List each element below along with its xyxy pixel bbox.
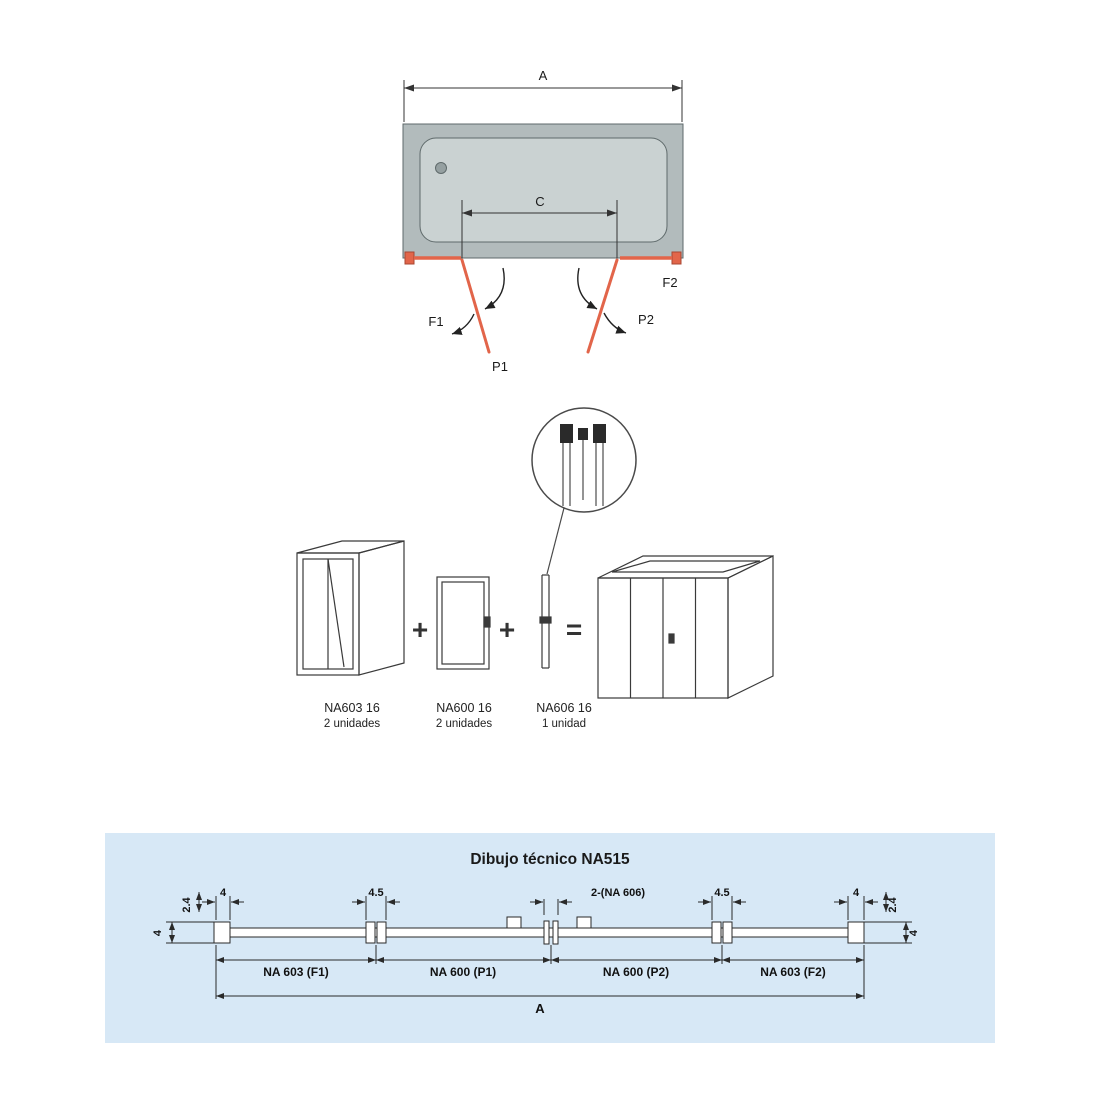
bathtub-inner — [419, 137, 668, 243]
profile-cross-section — [560, 424, 606, 506]
magnifier-leader-line — [546, 507, 565, 575]
component-code: NA606 16 — [536, 701, 592, 715]
tech-drawing-labels: 4 4.5 2-(NA 606) 4.5 4 2.4 2.4 4 4 NA 60… — [152, 887, 920, 1016]
label-p1: P1 — [492, 359, 508, 374]
plus-sign: + — [412, 614, 428, 645]
bathtub-plan-view: A C F1 P1 P2 F2 — [402, 68, 684, 374]
dim-4-side-left-label: 4 — [152, 929, 164, 936]
overall-dim-label: A — [535, 1001, 545, 1016]
dim-24-left-label: 2.4 — [181, 896, 193, 912]
swing-arrow-icon — [451, 313, 475, 335]
plus-sign: + — [499, 614, 515, 645]
dim-45-left-label: 4.5 — [368, 887, 383, 899]
na606-connector — [543, 920, 550, 945]
component-code: NA603 16 — [324, 701, 380, 715]
profile-cap — [578, 428, 588, 440]
magnifier-background — [533, 409, 635, 511]
segment-label-f2: NA 603 (F2) — [760, 965, 826, 979]
drain-icon — [435, 162, 447, 174]
na600-sketch — [436, 576, 491, 670]
dim-na606-label: 2-(NA 606) — [591, 887, 645, 899]
na606-sketch — [539, 574, 552, 669]
door-p2 — [586, 258, 619, 354]
equals-sign: = — [566, 614, 582, 645]
dim-45-right-label: 4.5 — [714, 887, 729, 899]
component-assembly-row: + + = NA603 16 2 u — [296, 540, 774, 730]
wall-profile-right — [671, 251, 682, 265]
dim-4-left-label: 4 — [220, 887, 227, 899]
component-qty: 2 unidades — [436, 718, 493, 730]
profile-detail-magnifier — [531, 407, 637, 575]
screen-handle-icon — [668, 633, 675, 644]
component-qty: 2 unidades — [324, 718, 381, 730]
door-p1 — [460, 258, 491, 354]
swing-arrow-icon — [603, 312, 627, 334]
profile-cap — [593, 424, 606, 443]
component-qty: 1 unidad — [542, 718, 586, 730]
label-f2: F2 — [662, 275, 677, 290]
component-code: NA600 16 — [436, 701, 492, 715]
dim-24-right-label: 2.4 — [887, 896, 899, 912]
dim-4-right-label: 4 — [853, 887, 860, 899]
na603-sketch — [296, 540, 405, 676]
door-handle-icon — [483, 616, 491, 628]
dim-a-label: A — [539, 68, 548, 83]
tech-drawing — [166, 892, 912, 999]
assembled-screen-sketch — [597, 555, 774, 699]
dim-4-side-right-label: 4 — [908, 929, 920, 936]
segment-label-f1: NA 603 (F1) — [263, 965, 329, 979]
wall-profile-left — [404, 251, 415, 265]
tech-panel-background — [105, 833, 995, 1043]
label-p2: P2 — [638, 312, 654, 327]
profile-bar — [215, 927, 865, 938]
end-profile-left — [213, 921, 231, 944]
label-f1: F1 — [428, 314, 443, 329]
segment-label-p2: NA 600 (P2) — [603, 965, 669, 979]
swing-arrow-icon — [577, 267, 598, 310]
tech-panel-title: Dibujo técnico NA515 — [470, 851, 630, 868]
na606-connector — [552, 920, 559, 945]
magnifier-circle — [531, 407, 637, 513]
dim-c-label: C — [535, 194, 544, 209]
profile-cap — [560, 424, 573, 443]
end-profile-right — [847, 921, 865, 944]
segment-label-p1: NA 600 (P1) — [430, 965, 496, 979]
swing-arrow-icon — [484, 267, 505, 310]
